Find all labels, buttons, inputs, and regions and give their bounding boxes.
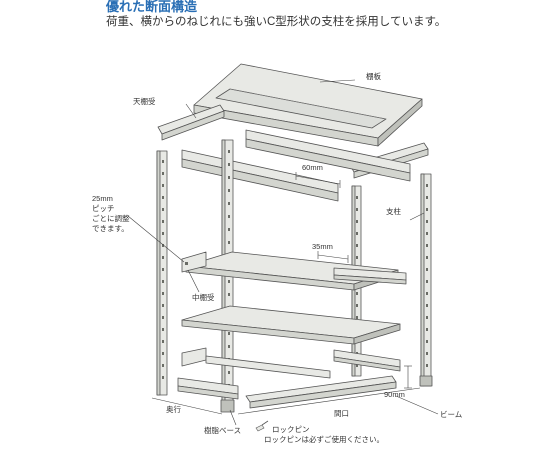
- page-title: 優れた断面構造: [106, 0, 198, 14]
- bottom-beam-front: [245, 375, 397, 409]
- dim-90mm-marker: [404, 365, 412, 389]
- label-pitch-line-3: ごとに調整: [92, 213, 130, 223]
- dim-depth-line: [151, 397, 223, 415]
- dim-width-line: [237, 387, 421, 415]
- label-dim-90mm: 90mm: [384, 390, 405, 399]
- label-pitch-line-2: ピッチ: [92, 204, 115, 213]
- dim-60mm-marker: [295, 172, 341, 188]
- top-beam-back: [245, 129, 411, 182]
- label-shelf-board: 棚板: [366, 71, 381, 81]
- label-dim-60mm: 60mm: [302, 163, 323, 172]
- label-resin-base: 樹脂ベース: [204, 425, 241, 435]
- post-front-left: [156, 150, 168, 396]
- label-pitch-line-1: 25mm: [92, 194, 113, 203]
- middle-shelf-support-right-1: [333, 267, 407, 285]
- bottom-beam-side: [177, 377, 239, 400]
- bottom-shelf-support-left: [181, 347, 331, 379]
- top-beam-front: [181, 149, 339, 202]
- top-shelf-board: [193, 63, 423, 147]
- label-width: 間口: [334, 409, 349, 418]
- label-pitch-line-4: できます。: [92, 224, 129, 233]
- middle-shelf-support-left-1: [181, 251, 207, 273]
- top-shelf-support-left: [157, 104, 225, 141]
- label-post: 支柱: [386, 206, 401, 216]
- label-lock-pin: ロックピン: [272, 425, 310, 434]
- resin-base-front: [220, 399, 235, 413]
- label-depth: 奥行: [166, 404, 181, 414]
- label-dim-35mm: 35mm: [312, 242, 333, 251]
- middle-shelf-board-2: [181, 305, 401, 345]
- resin-base-back: [419, 375, 433, 387]
- bottom-shelf-support-right: [333, 349, 401, 372]
- lock-pin-icon: [255, 420, 269, 432]
- page-subtitle: 荷重、横からのねじれにも強いC型形状の支柱を採用しています。: [106, 16, 447, 28]
- label-middle-shelf-support: 中棚受: [192, 292, 215, 302]
- label-top-shelf-support: 天棚受: [133, 96, 156, 106]
- dim-35mm-marker: [317, 251, 349, 263]
- label-beam: ビーム: [440, 410, 462, 419]
- label-lock-pin-note: ロックピンは必ずご使用ください。: [264, 434, 384, 444]
